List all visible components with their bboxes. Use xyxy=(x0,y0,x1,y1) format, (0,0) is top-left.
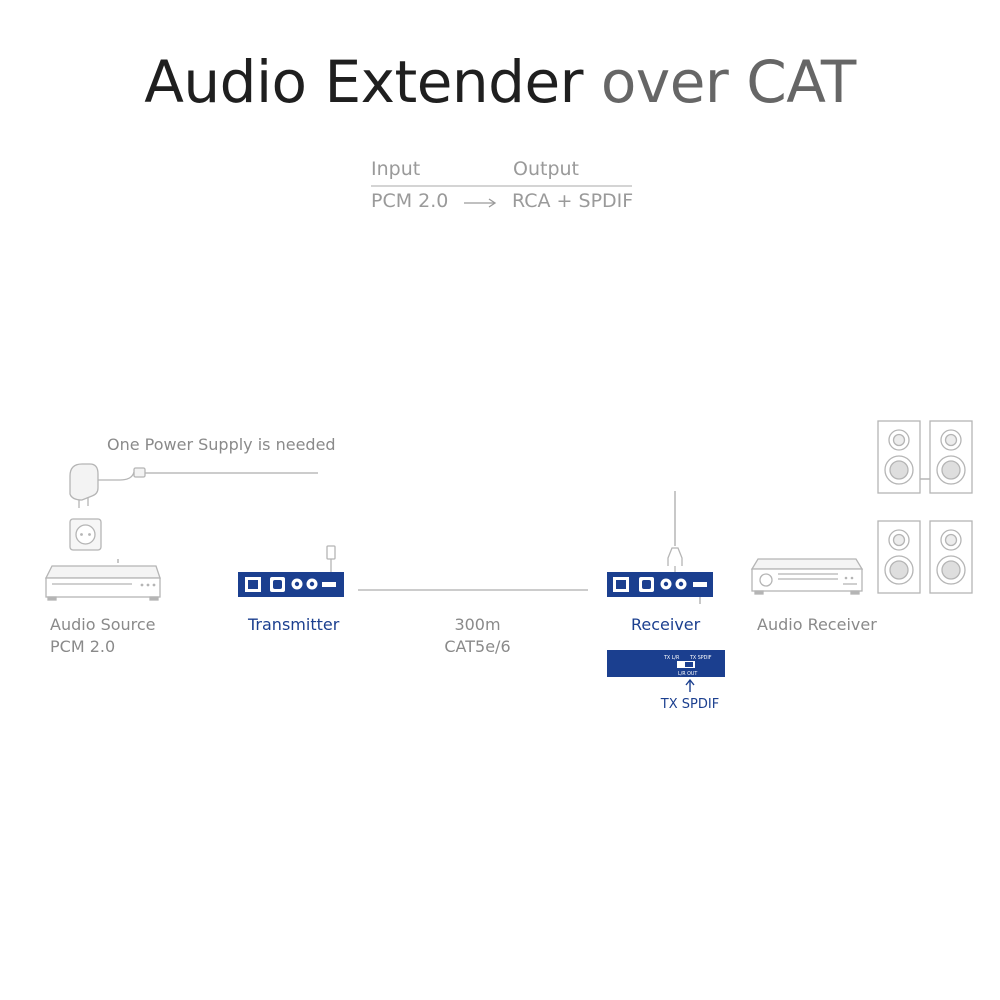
distance-label: 300m xyxy=(454,615,501,634)
output-header: Output xyxy=(513,158,579,180)
title-main: Audio Extender xyxy=(144,48,583,116)
io-arrow-icon xyxy=(464,198,497,208)
input-header: Input xyxy=(371,158,421,180)
rca-port-icon xyxy=(291,578,318,590)
audio-source-label: Audio Source xyxy=(50,615,156,634)
power-supply-note: One Power Supply is needed xyxy=(107,435,336,454)
audio-source-format: PCM 2.0 xyxy=(50,637,116,656)
page-title: Audio Extender over CAT xyxy=(0,44,1000,120)
speaker-icon xyxy=(877,520,921,594)
switch-arrow-icon xyxy=(685,678,695,692)
title-sub: over CAT xyxy=(600,48,856,116)
dc-port-icon xyxy=(693,582,707,587)
rj45-port-icon xyxy=(245,577,261,592)
receiver-device xyxy=(607,547,713,597)
rj45-port-icon xyxy=(613,577,629,592)
speaker-icon xyxy=(929,520,973,594)
receiver-label: Receiver xyxy=(631,615,701,634)
audio-receiver-label: Audio Receiver xyxy=(757,615,877,634)
cable-type-label: CAT5e/6 xyxy=(444,637,511,656)
rca-port-icon xyxy=(660,578,687,590)
cd-player-icon xyxy=(44,565,161,601)
switch-right-label: TX SPDIF xyxy=(689,655,712,661)
switch-mode-label: TX SPDIF xyxy=(660,697,720,712)
switch-panel: TX L/R TX SPDIF L/R OUT xyxy=(607,650,725,677)
power-adapter-icon xyxy=(69,463,146,508)
transmitter-device xyxy=(238,545,344,597)
power-plug-icon xyxy=(326,545,336,560)
speaker-icon xyxy=(877,420,921,494)
wall-socket-icon xyxy=(69,518,102,551)
optical-port-icon xyxy=(270,577,285,592)
transmitter-label: Transmitter xyxy=(248,615,340,634)
av-receiver-icon xyxy=(750,558,864,595)
input-value: PCM 2.0 xyxy=(371,190,449,212)
switch-bottom-label: L/R OUT xyxy=(678,671,697,677)
switch-left-label: TX L/R xyxy=(663,655,680,661)
optical-port-icon xyxy=(639,577,654,592)
output-value: RCA + SPDIF xyxy=(512,190,634,212)
speaker-icon xyxy=(929,420,973,494)
dc-port-icon xyxy=(322,582,336,587)
